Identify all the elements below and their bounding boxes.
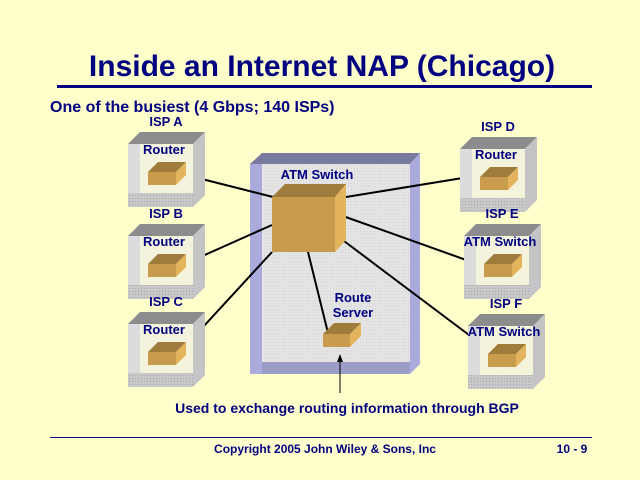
device-cube-icon — [148, 162, 186, 172]
isp-e: ISP E ATM Switch — [464, 206, 541, 299]
title-underline — [57, 85, 592, 88]
slide-title: Inside an Internet NAP (Chicago) — [89, 50, 555, 83]
isp-name: ISP E — [485, 206, 518, 221]
subtitle: One of the busiest (4 Gbps; 140 ISPs) — [50, 99, 335, 116]
isp-device-label: Router — [475, 147, 517, 162]
route-server-cube — [323, 323, 361, 347]
isp-device-label: Router — [143, 234, 185, 249]
isp-c: ISP C Router — [128, 294, 205, 387]
connection-line — [339, 237, 490, 351]
connection-line — [339, 174, 482, 199]
isp-device-label: ATM Switch — [464, 234, 537, 249]
isp-device-label: Router — [143, 322, 185, 337]
route-server-label-2: Server — [333, 305, 373, 320]
atm-switch-label: ATM Switch — [281, 167, 354, 182]
device-cube-icon — [148, 254, 186, 264]
isp-name: ISP F — [490, 296, 522, 311]
isp-a: ISP A Router — [128, 114, 205, 207]
device-cube-icon — [488, 344, 526, 354]
route-server-label: Route — [335, 290, 372, 305]
copyright: Copyright 2005 John Wiley & Sons, Inc — [214, 442, 436, 456]
connection-lines — [177, 172, 490, 353]
isp-d: ISP D Router — [460, 119, 537, 212]
isp-name: ISP A — [149, 114, 183, 129]
atm-switch-cube — [272, 184, 346, 252]
isp-f: ISP F ATM Switch — [468, 296, 545, 389]
isp-name: ISP B — [149, 206, 183, 221]
page-number: 10 - 9 — [557, 442, 588, 456]
isp-name: ISP C — [149, 294, 183, 309]
device-cube-icon — [480, 167, 518, 177]
connection-line — [339, 214, 484, 267]
isp-b: ISP B Router — [128, 206, 205, 299]
device-cube-icon — [484, 254, 522, 264]
footer-divider — [50, 437, 592, 438]
isp-name: ISP D — [481, 119, 515, 134]
device-cube-icon — [148, 342, 186, 352]
connection-line — [307, 251, 329, 334]
arrow-to-route-server — [337, 354, 343, 393]
isp-device-label: ATM Switch — [468, 324, 541, 339]
caption: Used to exchange routing information thr… — [175, 400, 519, 416]
isp-device-label: Router — [143, 142, 185, 157]
